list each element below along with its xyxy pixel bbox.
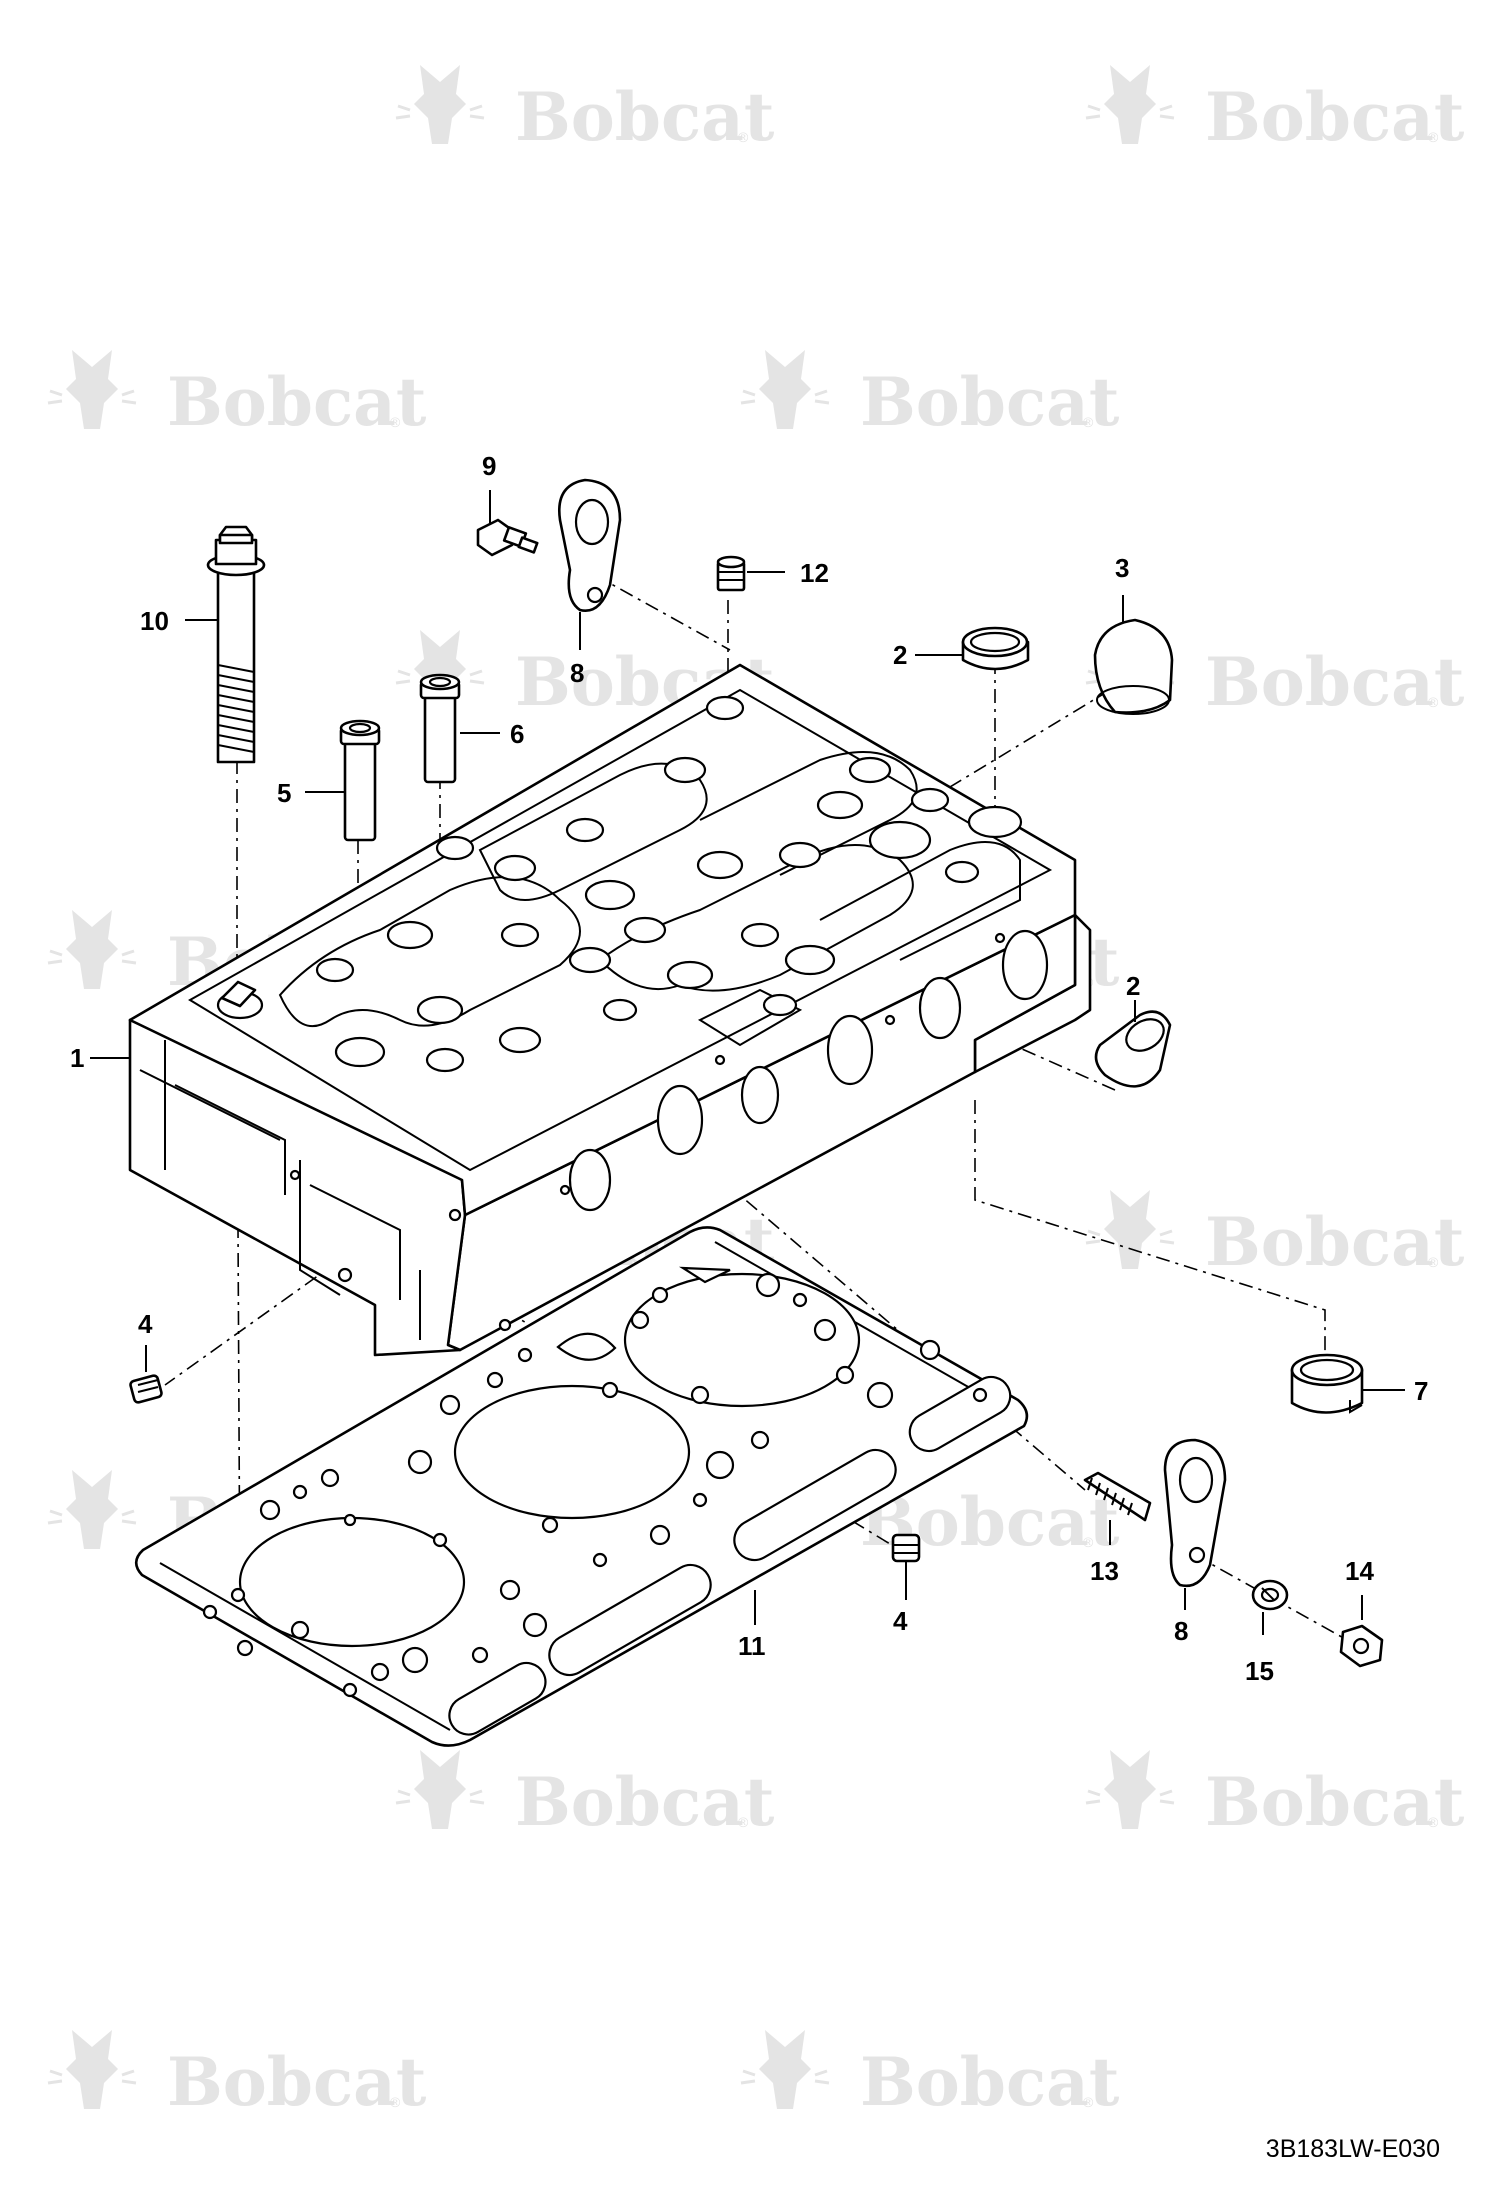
svg-text:®: ® [1428, 1814, 1439, 1830]
watermark: Bobcat® [1084, 1748, 1465, 1841]
cylinder-head [128, 663, 1092, 1357]
svg-text:Bobcat: Bobcat [1205, 1763, 1465, 1841]
head-bolt [206, 525, 266, 764]
svg-text:®: ® [1428, 129, 1439, 145]
svg-text:®: ® [1428, 694, 1439, 710]
callout-15: 15 [1245, 1656, 1274, 1686]
head-gasket [134, 1226, 1029, 1747]
callout-3: 3 [1115, 553, 1129, 583]
svg-text:®: ® [1083, 2094, 1094, 2110]
callout-14: 14 [1345, 1556, 1374, 1586]
callout-11: 11 [738, 1631, 766, 1661]
plug-7 [1290, 1353, 1364, 1414]
callout-5: 5 [277, 778, 291, 808]
callout-1: 1 [70, 1043, 84, 1073]
svg-text:®: ® [1428, 1254, 1439, 1270]
svg-text:Bobcat: Bobcat [515, 78, 775, 156]
svg-text:®: ® [390, 2094, 401, 2110]
svg-text:Bobcat: Bobcat [515, 1763, 775, 1841]
callout-4: 4 [138, 1309, 153, 1339]
svg-text:Bobcat: Bobcat [1205, 643, 1465, 721]
watermark: Bobcat® [739, 2028, 1120, 2121]
watermark: Bobcat® [394, 1748, 775, 1841]
callout-12: 12 [800, 558, 829, 588]
watermark: Bobcat® [46, 2028, 427, 2121]
callout-10: 10 [140, 606, 169, 636]
callout-8: 8 [1174, 1616, 1188, 1646]
valve-guide-6 [419, 673, 461, 784]
svg-text:®: ® [390, 414, 401, 430]
callout-9: 9 [482, 451, 496, 481]
callout-6: 6 [510, 719, 524, 749]
callout-7: 7 [1414, 1376, 1428, 1406]
washer-15 [1251, 1579, 1289, 1611]
svg-text:Bobcat: Bobcat [167, 2043, 427, 2121]
cap-3 [1093, 618, 1174, 715]
callout-2: 2 [893, 640, 907, 670]
callout-2: 2 [1126, 971, 1140, 1001]
callout-8: 8 [570, 658, 584, 688]
watermark: Bobcat® [394, 63, 775, 156]
svg-text:Bobcat: Bobcat [167, 363, 427, 441]
nut-14 [1339, 1624, 1384, 1668]
stud-13 [1083, 1471, 1152, 1522]
svg-text:Bobcat: Bobcat [860, 363, 1120, 441]
plug-2-top [961, 626, 1030, 671]
svg-text:®: ® [1083, 414, 1094, 430]
drawing-code: 3B183LW-E030 [1266, 2135, 1440, 2163]
svg-text:®: ® [738, 1814, 749, 1830]
svg-text:®: ® [738, 129, 749, 145]
svg-text:Bobcat: Bobcat [1205, 1203, 1465, 1281]
svg-text:Bobcat: Bobcat [860, 2043, 1120, 2121]
plug-4-left [129, 1374, 163, 1404]
watermark: Bobcat® [739, 348, 1120, 441]
watermark: Bobcat® [46, 348, 427, 441]
bolt-9 [476, 518, 539, 557]
plug-12 [716, 555, 746, 592]
leader-lines [90, 490, 1405, 1635]
watermark: Bobcat® [1084, 63, 1465, 156]
hanger-bracket-8-top [557, 478, 622, 612]
callout-4: 4 [893, 1606, 908, 1636]
watermark: Bobcat® [1084, 1188, 1465, 1281]
hanger-bracket-8-bottom [1163, 1438, 1227, 1588]
callout-labels: 1 2 2 3 4 4 5 6 7 8 8 9 10 11 12 13 14 1… [70, 451, 1428, 1686]
svg-text:®: ® [1083, 1534, 1094, 1550]
plug-2-right [1094, 1010, 1172, 1088]
plug-4-center [891, 1533, 921, 1563]
watermark: Bobcat® [1084, 628, 1465, 721]
svg-text:Bobcat: Bobcat [1205, 78, 1465, 156]
callout-13: 13 [1090, 1556, 1119, 1586]
valve-guide-5 [339, 719, 381, 842]
